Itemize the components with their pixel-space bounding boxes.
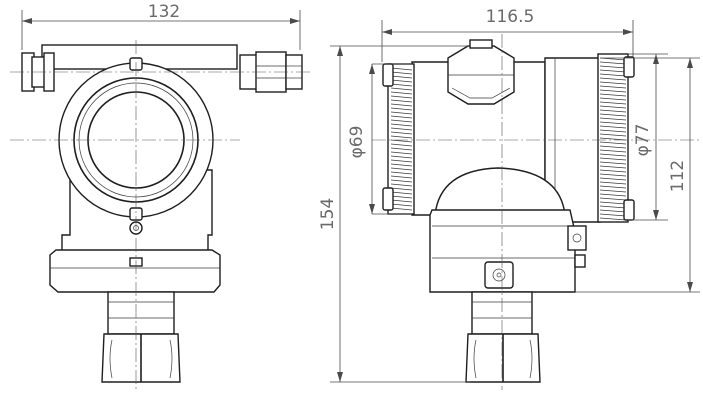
dimension-dia-69-label: φ69 [347, 126, 367, 159]
dimension-112-label: 112 [668, 160, 688, 192]
dimension-154: 154 [318, 45, 470, 383]
dimension-116-5: 116.5 [381, 7, 634, 62]
dimension-dia-77-label: φ77 [633, 124, 653, 157]
side-view: 116.5 [318, 7, 700, 390]
dimension-dia-69: φ69 [347, 63, 412, 215]
dimension-154-label: 154 [318, 198, 338, 230]
dimension-dia-77: φ77 [628, 53, 668, 221]
dimension-112: 112 [575, 57, 700, 293]
dimension-116-5-label: 116.5 [486, 7, 535, 27]
left-cover-teeth [390, 67, 413, 211]
dimension-132-label: 132 [148, 2, 180, 22]
front-view: 132 [10, 2, 310, 390]
dimension-132: 132 [21, 2, 301, 50]
right-cover-teeth [599, 57, 627, 221]
